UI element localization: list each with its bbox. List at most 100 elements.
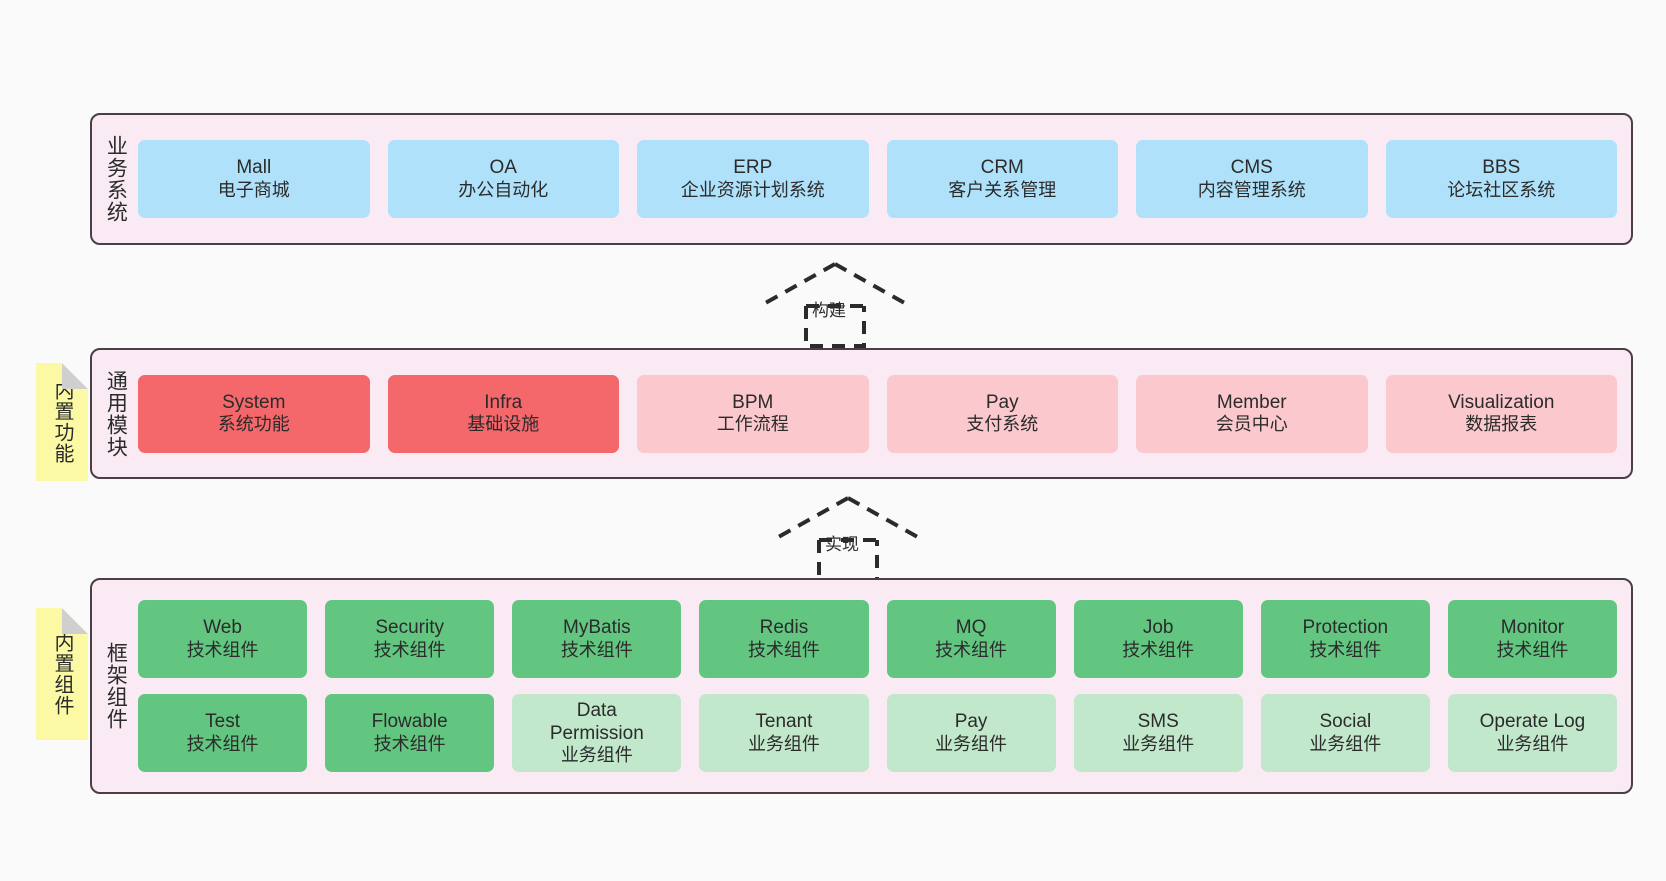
node-title-en: Test — [205, 711, 240, 733]
generalization-arrow-icon — [759, 262, 911, 348]
node-title-cn: 数据报表 — [1465, 414, 1538, 435]
node-title-cn: 业务组件 — [935, 733, 1008, 754]
node-row: Mall 电子商城 OA 办公自动化 ERP 企业资源计划系统 CRM 客户关系… — [138, 140, 1617, 218]
node-title-cn: 办公自动化 — [458, 179, 549, 200]
connector-label-realize: 实现 — [825, 535, 859, 554]
node-social[interactable]: Social 业务组件 — [1260, 694, 1430, 772]
layer-title-business-system: 业务系统 — [104, 135, 128, 223]
layer-body-framework-component: Web 技术组件 Security 技术组件 MyBatis 技术组件 Redi… — [138, 580, 1631, 792]
node-title-en: Tenant — [755, 711, 813, 733]
node-bpm[interactable]: BPM 工作流程 — [637, 374, 869, 453]
node-tenant[interactable]: Tenant 业务组件 — [699, 694, 869, 772]
node-web[interactable]: Web 技术组件 — [138, 600, 308, 678]
node-title-en: Member — [1216, 391, 1287, 413]
node-erp[interactable]: ERP 企业资源计划系统 — [637, 140, 869, 218]
node-mq[interactable]: MQ 技术组件 — [886, 600, 1056, 678]
node-mall[interactable]: Mall 电子商城 — [138, 140, 370, 218]
node-title-en: Flowable — [371, 711, 448, 733]
node-title-cn: 基础设施 — [467, 414, 540, 435]
layer-title-framework-component: 框架组件 — [104, 642, 128, 730]
node-title-cn: 技术组件 — [560, 639, 633, 660]
note-builtin-component[interactable]: 内置组件 — [36, 608, 88, 740]
node-title-cn: 系统功能 — [217, 414, 290, 435]
node-title-en: Visualization — [1448, 391, 1555, 413]
node-title-cn: 论坛社区系统 — [1447, 179, 1556, 200]
node-title-en: Web — [203, 617, 242, 639]
node-title-en: Infra — [484, 391, 523, 413]
note-label: 内置组件 — [51, 632, 73, 716]
node-title-cn: 技术组件 — [373, 639, 446, 660]
node-job[interactable]: Job 技术组件 — [1073, 600, 1243, 678]
layer-body-common-module: System 系统功能 Infra 基础设施 BPM 工作流程 Pay 支付系统… — [138, 350, 1631, 477]
node-sms[interactable]: SMS 业务组件 — [1073, 694, 1243, 772]
node-monitor[interactable]: Monitor 技术组件 — [1447, 600, 1617, 678]
node-title-cn: 技术组件 — [186, 733, 259, 754]
node-redis[interactable]: Redis 技术组件 — [699, 600, 869, 678]
node-row: Test 技术组件 Flowable 技术组件 Data Permission … — [138, 694, 1617, 772]
node-title-cn: 技术组件 — [1309, 639, 1382, 660]
node-flowable[interactable]: Flowable 技术组件 — [325, 694, 495, 772]
node-infra[interactable]: Infra 基础设施 — [387, 374, 619, 453]
node-test[interactable]: Test 技术组件 — [138, 694, 308, 772]
node-pay-component[interactable]: Pay 业务组件 — [886, 694, 1056, 772]
node-title-en: CRM — [980, 157, 1024, 179]
node-title-cn: 业务组件 — [560, 745, 633, 766]
note-builtin-function[interactable]: 内置功能 — [36, 363, 88, 481]
node-visualization[interactable]: Visualization 数据报表 — [1385, 374, 1617, 453]
layer-common-module[interactable]: 通用模块 System 系统功能 Infra 基础设施 BPM 工作流程 Pay… — [90, 348, 1633, 479]
node-cms[interactable]: CMS 内容管理系统 — [1136, 140, 1368, 218]
note-fold-corner-icon — [62, 608, 88, 634]
node-title-en: Pay — [985, 391, 1019, 413]
node-title-cn: 技术组件 — [1122, 639, 1195, 660]
node-title-cn: 电子商城 — [217, 179, 290, 200]
connector-label-build: 构建 — [812, 301, 846, 320]
node-bbs[interactable]: BBS 论坛社区系统 — [1385, 140, 1617, 218]
node-title-cn: 技术组件 — [186, 639, 259, 660]
node-title-en: Monitor — [1500, 617, 1565, 639]
node-title-en: System — [222, 391, 286, 413]
node-system[interactable]: System 系统功能 — [138, 374, 370, 453]
layer-framework-component[interactable]: 框架组件 Web 技术组件 Security 技术组件 MyBatis 技术组件… — [90, 578, 1633, 794]
node-title-en: Job — [1142, 617, 1174, 639]
node-title-en: BPM — [732, 391, 774, 413]
node-oa[interactable]: OA 办公自动化 — [387, 140, 619, 218]
node-member[interactable]: Member 会员中心 — [1136, 374, 1368, 453]
node-mybatis[interactable]: MyBatis 技术组件 — [512, 600, 682, 678]
node-title-en: SMS — [1137, 711, 1179, 733]
node-title-cn: 业务组件 — [1122, 733, 1195, 754]
node-pay-module[interactable]: Pay 支付系统 — [886, 374, 1118, 453]
node-row: System 系统功能 Infra 基础设施 BPM 工作流程 Pay 支付系统… — [138, 374, 1617, 453]
node-title-cn: 支付系统 — [966, 414, 1039, 435]
node-title-cn: 技术组件 — [747, 639, 820, 660]
node-title-en: BBS — [1482, 157, 1521, 179]
node-operate-log[interactable]: Operate Log 业务组件 — [1447, 694, 1617, 772]
node-title-en: Mall — [236, 157, 272, 179]
node-title-cn: 内容管理系统 — [1197, 179, 1306, 200]
note-label: 内置功能 — [51, 380, 73, 464]
note-fold-corner-icon — [62, 363, 88, 389]
connector-realize: 实现 — [763, 492, 933, 584]
node-title-en: Data Permission — [549, 699, 644, 745]
layer-body-business-system: Mall 电子商城 OA 办公自动化 ERP 企业资源计划系统 CRM 客户关系… — [138, 115, 1631, 243]
layer-business-system[interactable]: 业务系统 Mall 电子商城 OA 办公自动化 ERP 企业资源计划系统 CRM… — [90, 113, 1633, 245]
node-title-cn: 技术组件 — [1496, 639, 1569, 660]
node-title-cn: 技术组件 — [935, 639, 1008, 660]
node-title-cn: 业务组件 — [1496, 733, 1569, 754]
node-title-en: Protection — [1302, 617, 1389, 639]
node-row: Web 技术组件 Security 技术组件 MyBatis 技术组件 Redi… — [138, 600, 1617, 678]
node-title-cn: 业务组件 — [747, 733, 820, 754]
node-protection[interactable]: Protection 技术组件 — [1260, 600, 1430, 678]
node-title-en: CMS — [1230, 157, 1273, 179]
node-title-cn: 企业资源计划系统 — [680, 179, 825, 200]
node-crm[interactable]: CRM 客户关系管理 — [886, 140, 1118, 218]
node-data-permission[interactable]: Data Permission 业务组件 — [512, 694, 682, 772]
node-security[interactable]: Security 技术组件 — [325, 600, 495, 678]
node-title-en: Security — [375, 617, 444, 639]
layer-title-common-module: 通用模块 — [104, 369, 128, 458]
node-title-cn: 技术组件 — [373, 733, 446, 754]
node-title-en: Redis — [759, 617, 809, 639]
node-title-en: MyBatis — [563, 617, 631, 639]
node-title-cn: 会员中心 — [1215, 414, 1288, 435]
node-title-cn: 客户关系管理 — [948, 179, 1057, 200]
